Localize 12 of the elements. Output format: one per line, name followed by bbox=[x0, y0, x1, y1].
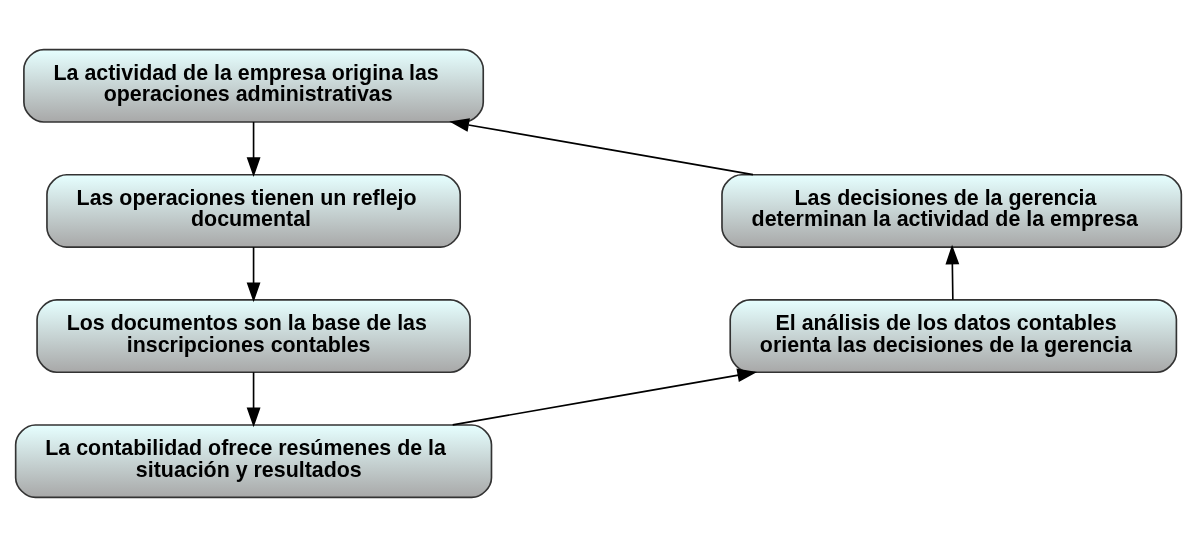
node-box: La actividad de la empresa origina las operaciones administrativas bbox=[23, 48, 485, 123]
arrow bbox=[246, 245, 261, 302]
arrow bbox=[246, 370, 261, 427]
arrow bbox=[945, 244, 960, 301]
arrow bbox=[451, 367, 758, 426]
node-box: La contabilidad ofrece resúmenes de la situación y resultados bbox=[14, 423, 493, 498]
node-box: Las operaciones tienen un reflejo documental bbox=[46, 173, 462, 248]
node-box: El análisis de los datos contables orienta las decisiones de la gerencia bbox=[729, 298, 1178, 373]
node-box: Las decisiones de la gerencia determinan la actividad de la empresa bbox=[721, 173, 1183, 248]
arrow bbox=[246, 120, 261, 177]
node-box: Los documentos son la base de las inscripciones contables bbox=[36, 298, 471, 373]
arrow bbox=[449, 117, 754, 175]
